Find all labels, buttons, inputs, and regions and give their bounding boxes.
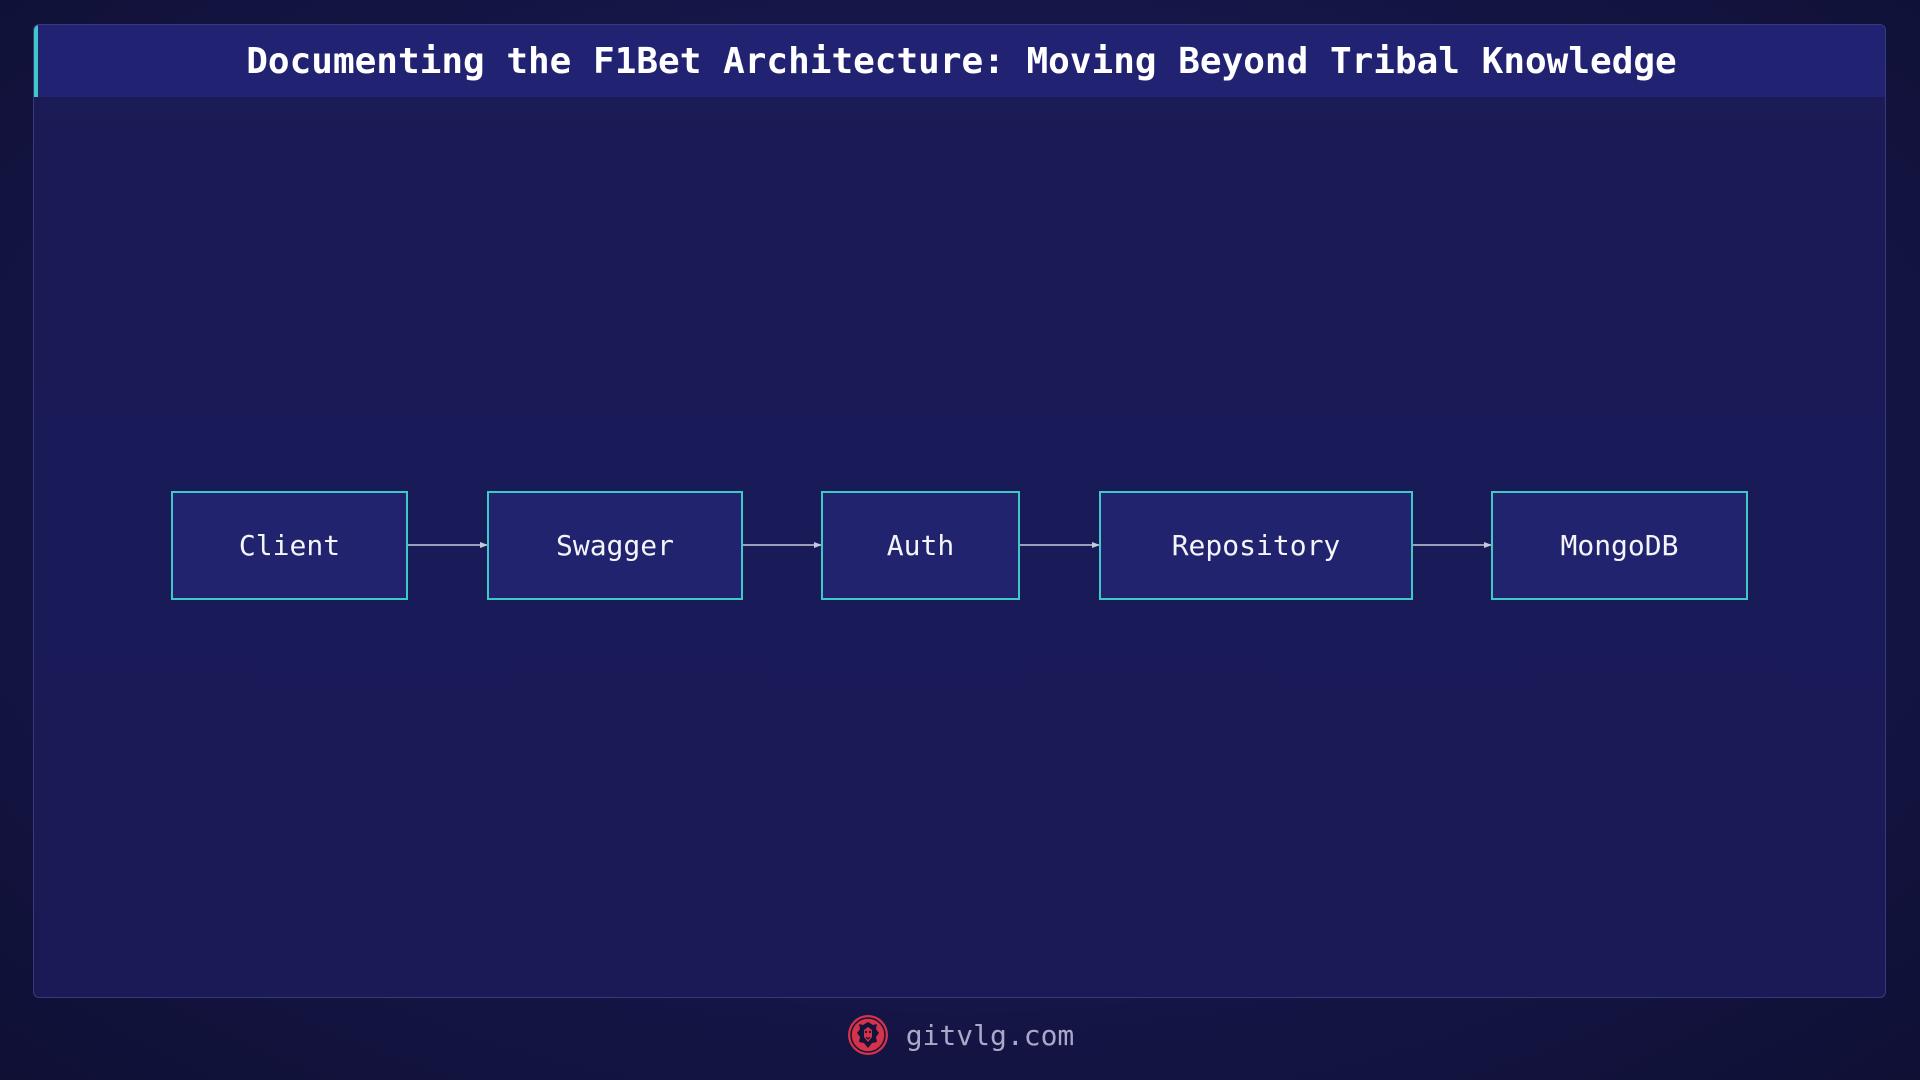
lion-head-icon: [847, 1015, 888, 1055]
slide-panel: Documenting the F1Bet Architecture: Movi…: [33, 24, 1886, 998]
title-bar: Documenting the F1Bet Architecture: Movi…: [34, 25, 1885, 97]
page-title: Documenting the F1Bet Architecture: Movi…: [246, 40, 1677, 82]
footer: gitvlg.com: [0, 1010, 1920, 1060]
site-url[interactable]: gitvlg.com: [905, 1018, 1075, 1052]
